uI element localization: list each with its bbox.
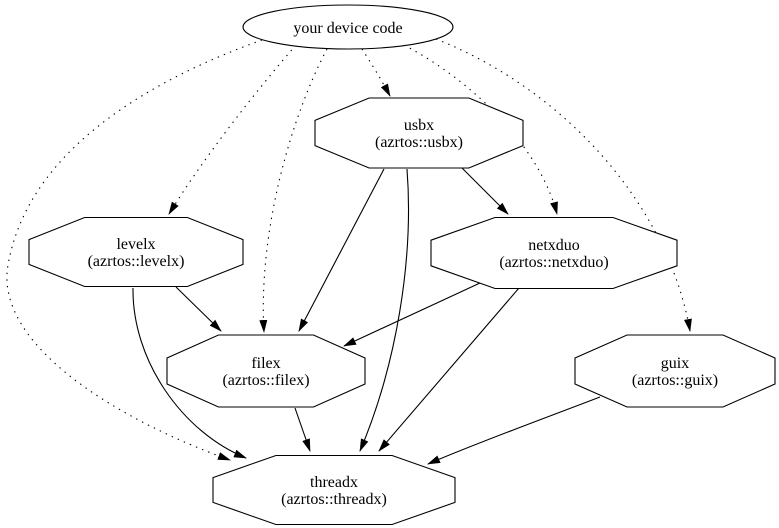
node-netxduo-label-line1: netxduo — [528, 237, 580, 254]
node-levelx-label-line1: levelx — [116, 236, 155, 253]
netxduo-octagon-outline — [430, 216, 678, 290]
edge-device-to-usbx — [361, 48, 391, 97]
edge-netxduo-to-threadx — [378, 287, 520, 452]
node-threadx-label-line2: (azrtos::threadx) — [281, 491, 387, 508]
node-device-label-line1: your device code — [293, 20, 402, 37]
node-threadx: threadx(azrtos::threadx) — [212, 454, 456, 526]
edge-usbx-to-netxduo — [461, 167, 509, 215]
node-usbx: usbx(azrtos::usbx) — [314, 97, 524, 169]
edge-filex-to-threadx — [294, 407, 311, 452]
node-usbx-label-line2: (azrtos::usbx) — [375, 134, 463, 151]
node-netxduo-label-line2: (azrtos::netxduo) — [499, 254, 608, 271]
levelx-octagon-outline — [28, 216, 244, 288]
node-threadx-label-line1: threadx — [310, 474, 358, 491]
edge-usbx-to-threadx — [359, 168, 409, 452]
usbx-octagon-outline — [314, 97, 524, 169]
node-usbx-label-line1: usbx — [404, 117, 434, 134]
edge-device-to-threadx — [6, 39, 263, 461]
edge-guix-to-threadx — [427, 396, 601, 465]
node-filex-label-line1: filex — [251, 355, 280, 372]
device-ellipse-outline — [242, 4, 454, 50]
guix-octagon-outline — [574, 334, 776, 408]
node-guix-label-line2: (azrtos::guix) — [632, 372, 718, 389]
node-guix: guix(azrtos::guix) — [574, 334, 776, 408]
node-guix-label-line1: guix — [661, 355, 689, 372]
node-netxduo: netxduo(azrtos::netxduo) — [430, 216, 678, 290]
node-levelx: levelx(azrtos::levelx) — [28, 216, 244, 288]
edge-usbx-to-filex — [298, 168, 385, 332]
node-filex: filex(azrtos::filex) — [166, 334, 366, 408]
edge-netxduo-to-filex — [343, 282, 481, 347]
node-levelx-label-line2: (azrtos::levelx) — [88, 253, 185, 270]
edge-device-to-filex — [259, 48, 328, 333]
edge-levelx-to-threadx — [132, 287, 247, 459]
edge-levelx-to-filex — [175, 286, 222, 332]
node-filex-label-line2: (azrtos::filex) — [222, 372, 309, 389]
filex-octagon-outline — [166, 334, 366, 408]
node-device: your device code — [242, 4, 454, 50]
threadx-octagon-outline — [212, 454, 456, 526]
